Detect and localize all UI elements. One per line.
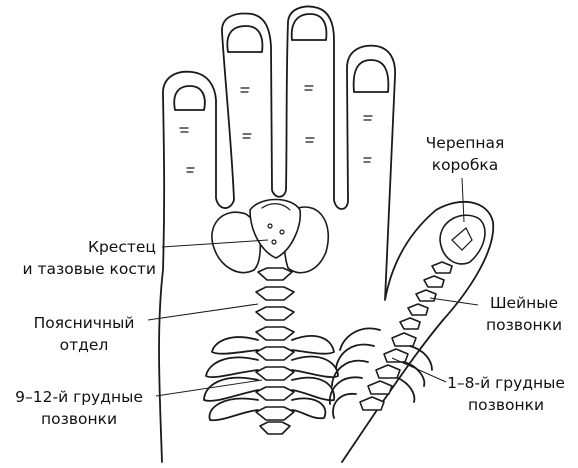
label-skull-line2: коробка <box>431 156 499 174</box>
label-thoracic-upper-line1: 1–8-й грудные <box>447 374 565 392</box>
knuckle-creases <box>179 85 373 173</box>
nail-ring <box>290 13 328 41</box>
lower-ribs <box>203 335 339 422</box>
label-sacrum: Крестец и тазовые кости <box>10 236 156 280</box>
label-skull: Черепная коробка <box>420 132 510 176</box>
label-thoracic-lower-line1: 9–12-й грудные <box>15 388 143 406</box>
nail-index <box>173 85 206 111</box>
leader-thoracic-lower <box>155 379 263 397</box>
nail-middle <box>226 25 264 53</box>
hand-outline <box>158 5 495 463</box>
label-skull-line1: Черепная <box>425 134 505 152</box>
label-cervical: Шейные позвонки <box>476 292 572 336</box>
leader-cervical <box>429 297 479 306</box>
leader-lumbar <box>147 303 259 321</box>
leader-thoracic-upper <box>391 357 447 383</box>
cervical-vertebrae <box>399 261 453 330</box>
label-lumbar-line1: Поясничный <box>33 314 135 332</box>
label-cervical-line2: позвонки <box>485 316 563 334</box>
upper-thoracic-vertebrae <box>359 332 417 411</box>
label-thoracic-upper: 1–8-й грудные позвонки <box>440 372 572 416</box>
label-sacrum-line1: Крестец <box>87 238 156 256</box>
label-cervical-line1: Шейные <box>489 294 559 312</box>
label-thoracic-lower: 9–12-й грудные позвонки <box>4 386 154 430</box>
leader-sacrum <box>161 239 269 248</box>
skull-bone <box>439 214 486 265</box>
upper-ribs <box>328 327 433 419</box>
label-thoracic-lower-line2: позвонки <box>40 410 118 428</box>
leader-skull <box>461 177 465 223</box>
lumbar-vertebrae <box>255 267 295 435</box>
label-sacrum-line2: и тазовые кости <box>22 260 156 278</box>
label-lumbar: Поясничный отдел <box>24 312 144 356</box>
nail-little <box>352 59 390 93</box>
label-lumbar-line2: отдел <box>59 336 109 354</box>
label-thoracic-upper-line2: позвонки <box>467 396 545 414</box>
pelvis-bones <box>211 198 330 274</box>
leader-lines <box>147 177 479 397</box>
